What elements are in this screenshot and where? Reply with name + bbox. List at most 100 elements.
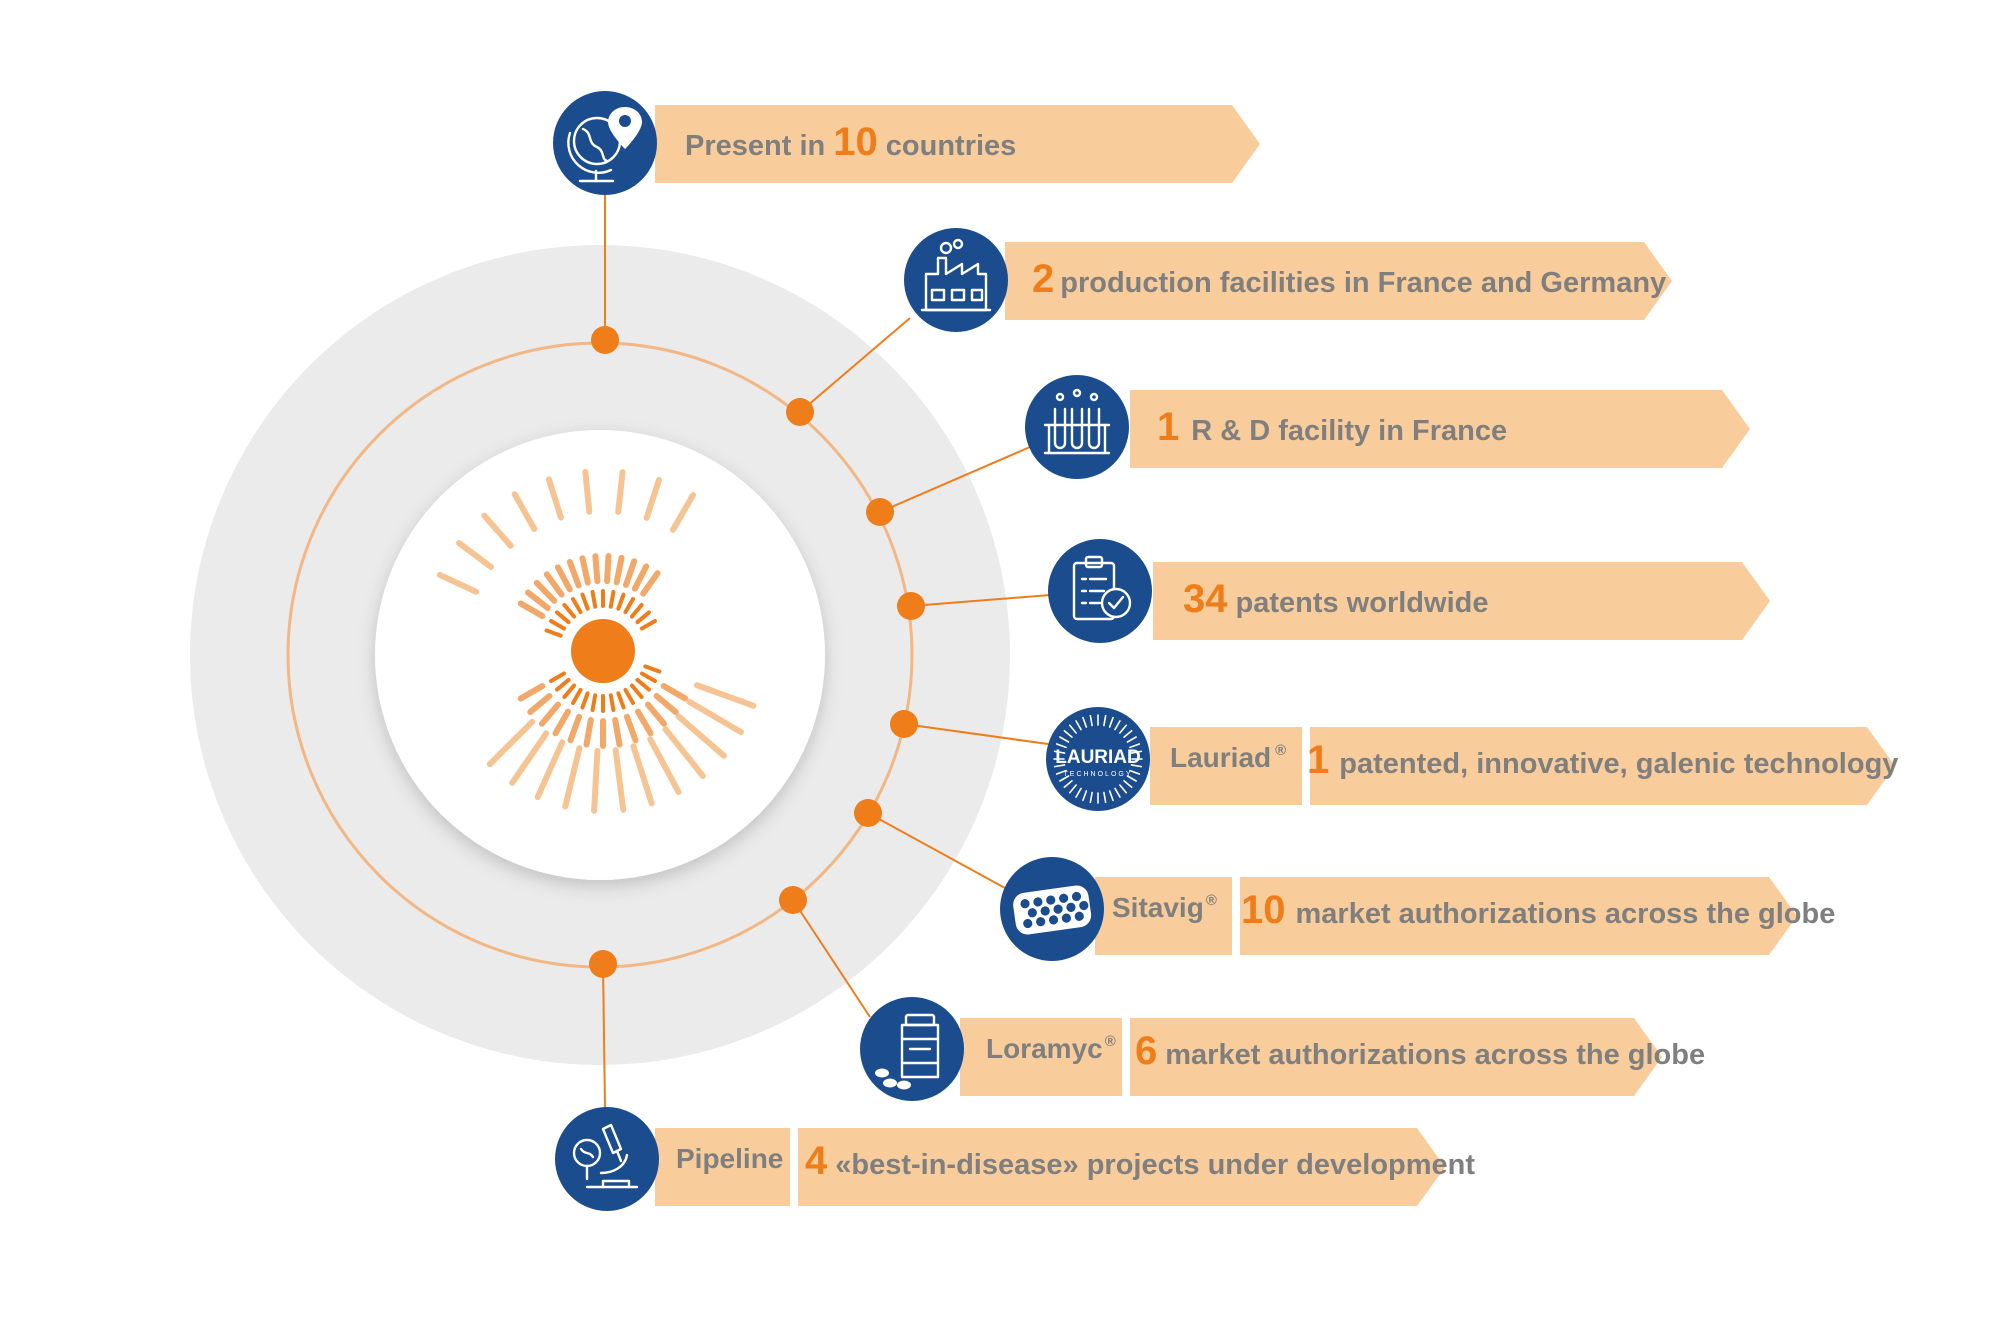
blister-pill-2 bbox=[1033, 897, 1043, 907]
sun-outer-ray-top-4 bbox=[511, 491, 538, 533]
connector-line-6 bbox=[867, 812, 1006, 889]
lauriad-logo-ray-13 bbox=[1075, 787, 1082, 798]
lauriad-logo-ray-21 bbox=[1055, 743, 1067, 749]
row-2-number: 2 bbox=[1032, 257, 1054, 301]
sun-outer-ray-bottom-9 bbox=[562, 745, 583, 810]
sun-mid-ray-top-12 bbox=[631, 563, 650, 592]
sun-inner-ray-top-2 bbox=[549, 619, 567, 631]
sun-inner-ray-bottom-13 bbox=[555, 677, 571, 692]
sun-inner-ray-top-9 bbox=[608, 589, 616, 609]
row-1-text-body: countries bbox=[886, 130, 1017, 162]
sun-mid-ray-bottom-2 bbox=[653, 692, 679, 716]
lauriad-logo-ray-31 bbox=[1114, 720, 1121, 731]
lauriad-logo-ray-25 bbox=[1075, 720, 1082, 731]
row-5-banner-2 bbox=[1310, 727, 1895, 805]
sun-mid-ray-bottom-5 bbox=[623, 713, 639, 744]
row-2-banner-1 bbox=[1005, 242, 1672, 320]
sun-mid-ray-bottom-11 bbox=[538, 701, 562, 727]
row-8-brand: Pipeline bbox=[676, 1143, 783, 1174]
sun-mid-ray-top-11 bbox=[622, 558, 638, 588]
sun-mid-ray-bottom-3 bbox=[644, 701, 668, 727]
orbit-dot-5 bbox=[890, 710, 918, 738]
sun-outer-ray-bottom-8 bbox=[591, 747, 601, 814]
lauriad-logo-ray-17 bbox=[1055, 769, 1067, 775]
row-4-banner-1 bbox=[1153, 562, 1770, 640]
row-7-banner-1 bbox=[960, 1018, 1122, 1096]
row-7-banner-2 bbox=[1130, 1018, 1662, 1096]
row-8-label: Pipeline bbox=[676, 1143, 783, 1174]
row-5-text-body: patented, innovative, galenic technology bbox=[1339, 748, 1898, 780]
connector-line-8 bbox=[602, 963, 606, 1109]
row-3-number: 1 bbox=[1157, 405, 1179, 449]
lauriad-logo-ray-34 bbox=[1126, 736, 1137, 743]
lauriad-logo-ray-24 bbox=[1068, 724, 1077, 734]
blister-pill-7 bbox=[1040, 906, 1050, 916]
row-7-brand: Loramyc bbox=[986, 1033, 1103, 1064]
row-6-banner-2 bbox=[1240, 877, 1797, 955]
sun-core bbox=[571, 619, 635, 683]
blister-pill-11 bbox=[1023, 918, 1033, 929]
sun-outer-ray-top-8 bbox=[643, 476, 662, 521]
blister-pill-10 bbox=[1079, 900, 1089, 911]
connector-line-3 bbox=[879, 446, 1031, 513]
orbit-dot-2 bbox=[786, 398, 814, 426]
sun-inner-ray-top-10 bbox=[616, 592, 626, 611]
sun-mid-ray-top-3 bbox=[533, 579, 558, 604]
row-6-number: 10 bbox=[1241, 888, 1286, 932]
lauriad-logo-ray-9 bbox=[1103, 791, 1107, 804]
lauriad-technology-logo: LAURIAD TECHNOLOGY bbox=[1046, 707, 1150, 811]
row-5-registered-mark: ® bbox=[1275, 742, 1286, 759]
blister-pill-13 bbox=[1048, 915, 1059, 925]
sun-mid-ray-top-5 bbox=[554, 564, 573, 593]
blister-pill-12 bbox=[1036, 917, 1046, 927]
sun-inner-ray-bottom-11 bbox=[571, 687, 583, 705]
sun-inner-ray-top-12 bbox=[629, 603, 644, 619]
row-7-number: 6 bbox=[1135, 1029, 1157, 1073]
sun-outer-ray-bottom-12 bbox=[486, 718, 536, 768]
sun-outer-ray-bottom-7 bbox=[612, 747, 627, 813]
lauriad-logo-ray-8 bbox=[1108, 790, 1114, 802]
sun-outer-ray-top-5 bbox=[545, 476, 564, 521]
row-4-text-body: patents worldwide bbox=[1236, 587, 1489, 619]
blister-pill-3 bbox=[1046, 895, 1056, 905]
blister-pill-14 bbox=[1061, 913, 1072, 923]
orbit-dot-1 bbox=[591, 326, 619, 354]
row-6-banner-1 bbox=[1095, 877, 1232, 955]
connector-line-4 bbox=[910, 594, 1051, 607]
lauriad-logo-ray-6 bbox=[1119, 784, 1128, 794]
lauriad-logo-ray-11 bbox=[1089, 791, 1093, 804]
row-4-number: 34 bbox=[1183, 577, 1228, 621]
orbit-dot-7 bbox=[779, 886, 807, 914]
sun-mid-ray-top-2 bbox=[525, 589, 551, 611]
sun-mid-ray-bottom-4 bbox=[635, 708, 654, 737]
lauriad-logo-ray-14 bbox=[1068, 784, 1077, 794]
lauriad-logo-ray-7 bbox=[1114, 787, 1121, 798]
sun-mid-ray-top-8 bbox=[592, 553, 601, 585]
lauriad-logo-ray-32 bbox=[1119, 724, 1128, 734]
row-5-label: Lauriad® bbox=[1170, 742, 1286, 773]
lauriad-logo-ray-29 bbox=[1103, 714, 1107, 727]
lauriad-logo-ray-23 bbox=[1063, 729, 1073, 738]
factory-icon bbox=[904, 228, 1008, 332]
sun-inner-ray-bottom-1 bbox=[643, 664, 662, 674]
lauriad-logo-ray-4 bbox=[1126, 775, 1137, 782]
lauriad-logo-ray-36 bbox=[1130, 750, 1143, 754]
blister-pack-icon bbox=[1000, 857, 1104, 961]
sun-mid-ray-top-9 bbox=[604, 553, 612, 585]
globe-location-icon bbox=[553, 91, 657, 195]
row-1-number: 10 bbox=[833, 120, 878, 164]
connector-line-7 bbox=[792, 899, 871, 1018]
row-6-registered-mark: ® bbox=[1206, 892, 1217, 909]
blister-pill-15 bbox=[1074, 911, 1084, 921]
sun-mid-ray-top-4 bbox=[543, 571, 565, 598]
row-8-text-body: «best-in-disease» projects under develop… bbox=[835, 1149, 1475, 1181]
sun-inner-ray-top-1 bbox=[544, 628, 563, 638]
orbit-dot-8 bbox=[589, 950, 617, 978]
sun-inner-ray-bottom-12 bbox=[562, 683, 577, 699]
lauriad-logo-ray-12 bbox=[1082, 790, 1088, 802]
